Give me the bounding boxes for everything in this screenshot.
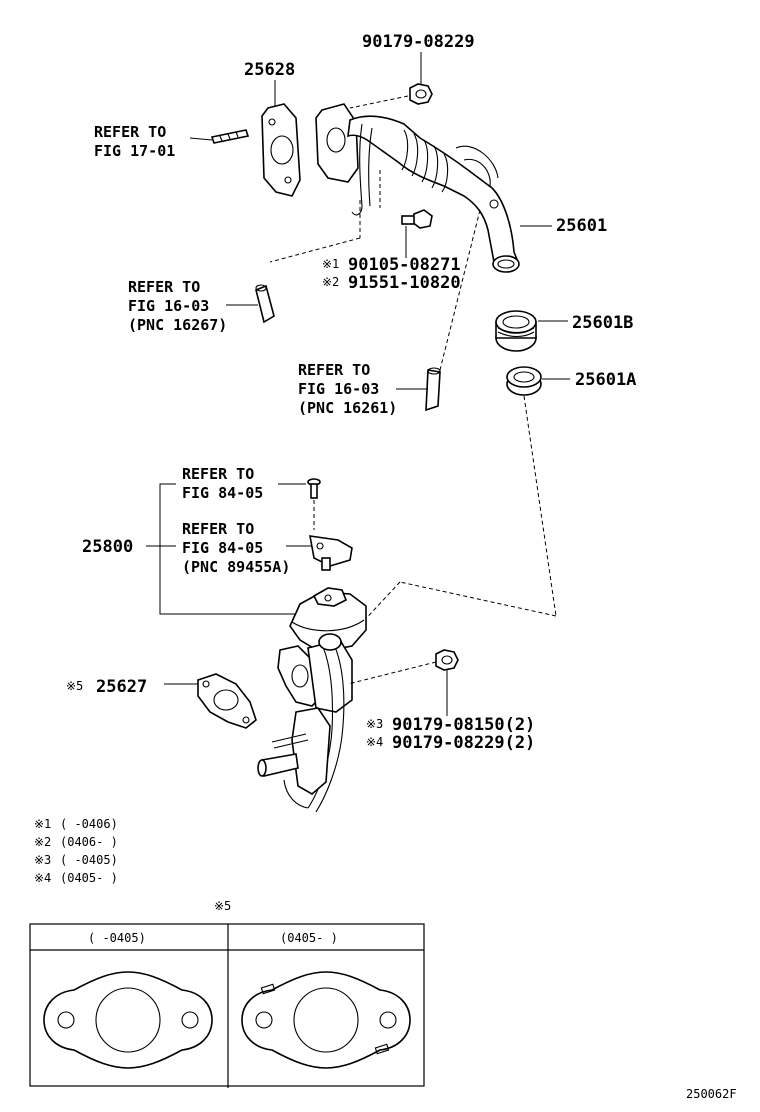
ref-fig16a-line1: REFER TO bbox=[128, 278, 200, 296]
label-25800: 25800 bbox=[82, 537, 133, 557]
bolt-90105-08271[interactable] bbox=[401, 209, 433, 229]
ring-25601A[interactable] bbox=[506, 366, 542, 396]
mark-bolt2: ※2 bbox=[322, 275, 339, 289]
ref-fig16b-line3: (PNC 16261) bbox=[298, 399, 397, 417]
ref-fig17-line2: FIG 17-01 bbox=[94, 142, 175, 160]
ref-fig84a-line1: REFER TO bbox=[182, 465, 254, 483]
label-bolt1: 90105-08271 bbox=[348, 255, 461, 275]
label-25627: 25627 bbox=[96, 677, 147, 697]
ref-fig84b-line3: (PNC 89455A) bbox=[182, 558, 290, 576]
ref-fig84b-line1: REFER TO bbox=[182, 520, 254, 538]
label-90179-08229: 90179-08229 bbox=[362, 32, 475, 52]
note-1-mark: ※1 bbox=[34, 817, 51, 831]
mark-nut4: ※4 bbox=[366, 735, 383, 749]
label-25628: 25628 bbox=[244, 60, 295, 80]
gasket-new-type bbox=[241, 971, 411, 1069]
note-3-mark: ※3 bbox=[34, 853, 51, 867]
pipe-flange bbox=[315, 103, 359, 183]
dash-nut-top bbox=[349, 95, 409, 109]
gasket-25628[interactable] bbox=[261, 103, 301, 197]
note-4-mark: ※4 bbox=[34, 871, 51, 885]
note-4-range: (0405- ) bbox=[60, 871, 118, 885]
label-bolt2: 91551-10820 bbox=[348, 273, 461, 293]
label-nut4: 90179-08229(2) bbox=[392, 733, 535, 753]
egr-sensor bbox=[309, 535, 353, 571]
egr-valve-25800[interactable] bbox=[257, 587, 367, 813]
dash-pipe-left-b bbox=[269, 237, 361, 263]
ref-fig17-line1: REFER TO bbox=[94, 123, 166, 141]
seal-25601B[interactable] bbox=[495, 310, 537, 352]
stud-bolt bbox=[210, 129, 250, 144]
ref-fig16a-line3: (PNC 16267) bbox=[128, 316, 227, 334]
note-1-range: ( -0406) bbox=[60, 817, 118, 831]
label-nut3: 90179-08150(2) bbox=[392, 715, 535, 735]
ref-fig84b-line2: FIG 84-05 bbox=[182, 539, 263, 557]
ref-fig16a-line2: FIG 16-03 bbox=[128, 297, 209, 315]
egr-pipe-25601[interactable] bbox=[347, 115, 520, 273]
figure-code: 250062F bbox=[686, 1087, 737, 1101]
leader-fig17 bbox=[189, 137, 213, 141]
mark-nut3: ※3 bbox=[366, 717, 383, 731]
gasket-old-type bbox=[43, 971, 213, 1069]
dash-nut-right bbox=[347, 661, 437, 685]
label-25601B: 25601B bbox=[572, 313, 633, 333]
table-col-right: (0405- ) bbox=[280, 931, 338, 945]
nut-90179-08229-top[interactable] bbox=[409, 83, 433, 105]
footnotes: ※1 ( -0406) ※2 (0406- ) ※3 ( -0405) ※4 (… bbox=[34, 817, 118, 885]
hose-16261 bbox=[425, 367, 441, 412]
hose-16267 bbox=[255, 284, 275, 324]
table-title: ※5 bbox=[214, 899, 231, 913]
gasket-table bbox=[29, 923, 425, 1088]
label-25601: 25601 bbox=[556, 216, 607, 236]
ref-fig16b-line1: REFER TO bbox=[298, 361, 370, 379]
dash-ring-to-valve-a bbox=[523, 395, 557, 617]
note-3-range: ( -0405) bbox=[60, 853, 118, 867]
mark-bolt1: ※1 bbox=[322, 257, 339, 271]
note-2-range: (0406- ) bbox=[60, 835, 118, 849]
gasket-25627[interactable] bbox=[197, 673, 257, 729]
nut-90179-08150[interactable] bbox=[435, 649, 459, 671]
label-25601A: 25601A bbox=[575, 370, 636, 390]
bracket-25800 bbox=[159, 483, 300, 615]
screw bbox=[307, 478, 321, 499]
dash-ring-to-valve-b bbox=[399, 581, 557, 617]
ref-fig16b-line2: FIG 16-03 bbox=[298, 380, 379, 398]
mark-25627: ※5 bbox=[66, 679, 83, 693]
ref-fig84a-line2: FIG 84-05 bbox=[182, 484, 263, 502]
table-col-left: ( -0405) bbox=[88, 931, 146, 945]
note-2-mark: ※2 bbox=[34, 835, 51, 849]
